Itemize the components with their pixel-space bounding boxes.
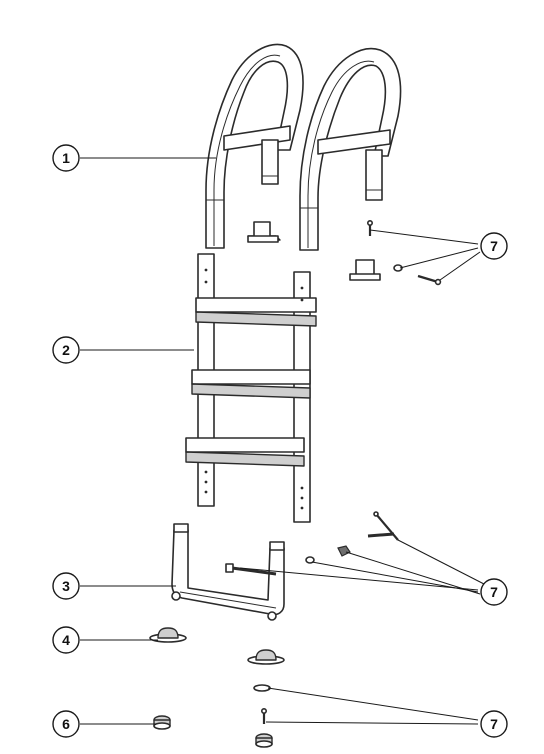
callout-6: 6 xyxy=(52,710,80,738)
mount-bracket-upper xyxy=(247,221,281,243)
callout-6-label: 6 xyxy=(62,716,70,732)
foot-pad-right xyxy=(247,649,285,665)
callout-2: 2 xyxy=(52,336,80,364)
callout-3-label: 3 xyxy=(62,578,70,594)
foot-pad-left xyxy=(149,627,187,643)
callout-7-middle-label: 7 xyxy=(490,584,498,600)
callout-7-bottom: 7 xyxy=(480,710,508,738)
mount-bracket-lower xyxy=(349,259,381,281)
end-cap-left xyxy=(153,715,171,730)
lower-u-bracket xyxy=(171,523,285,621)
washer-bottom xyxy=(253,684,271,692)
callout-7-middle: 7 xyxy=(480,578,508,606)
callout-2-label: 2 xyxy=(62,342,70,358)
screw-long xyxy=(417,274,442,286)
ladder-frame xyxy=(185,253,317,523)
callout-1: 1 xyxy=(52,144,80,172)
callout-7-top: 7 xyxy=(480,232,508,260)
callout-4: 4 xyxy=(52,626,80,654)
end-cap-right xyxy=(255,733,273,748)
screw-upper xyxy=(366,220,373,236)
callout-7-bottom-label: 7 xyxy=(490,716,498,732)
leader-lines xyxy=(80,157,485,725)
left-handrail xyxy=(205,43,304,249)
callout-1-label: 1 xyxy=(62,150,70,166)
pin-tool xyxy=(367,511,399,541)
callout-4-label: 4 xyxy=(62,632,70,648)
callout-3: 3 xyxy=(52,572,80,600)
screw-bottom xyxy=(260,707,267,724)
callout-7-top-label: 7 xyxy=(490,238,498,254)
washer-right xyxy=(305,556,315,564)
right-handrail xyxy=(299,47,402,251)
nut-right xyxy=(337,545,351,557)
bolt-long xyxy=(225,563,277,576)
